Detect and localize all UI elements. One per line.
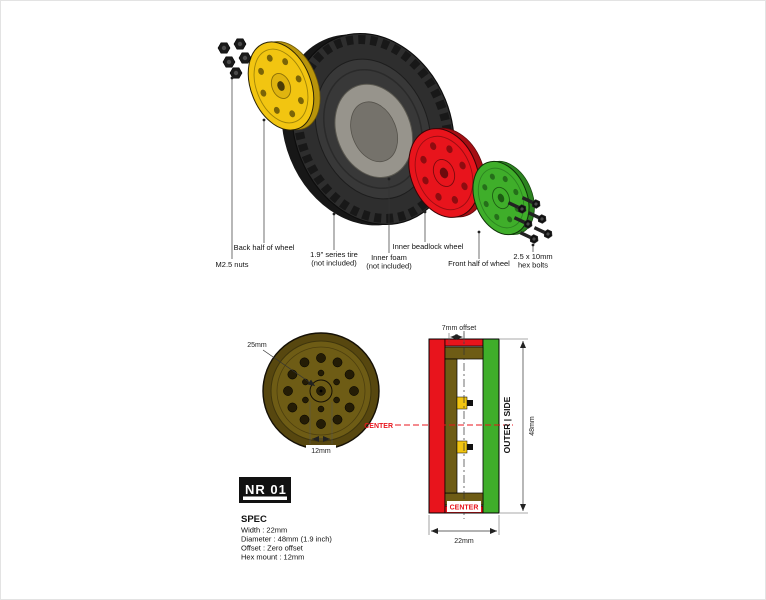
label-front-half: Front half of wheel <box>448 259 510 268</box>
label-m25-nuts: M2.5 nuts <box>216 260 249 269</box>
back-half-wheel <box>247 41 321 131</box>
dim-12mm: 12mm <box>311 448 331 455</box>
section-green-half <box>482 338 500 514</box>
wheel-section-view: CENTER CENTER 7mm offset OUTER | SIDE 48… <box>364 325 536 545</box>
center-left-label: CENTER <box>364 423 393 430</box>
dim-48mm: 48mm <box>529 416 536 436</box>
brand-logo: NR 01 <box>239 477 291 503</box>
spec-title: SPEC <box>241 514 267 525</box>
tire-tread <box>293 35 453 223</box>
offset-label: 7mm offset <box>442 325 477 332</box>
logo-subtitle-strip <box>243 496 287 500</box>
spec-hexmount: Hex mount : 12mm <box>241 553 304 562</box>
label-bolts-1: 2.5 x 10mm <box>513 252 552 261</box>
label-back-half: Back half of wheel <box>234 243 295 252</box>
label-tire-1: 1.9" series tire <box>310 250 358 259</box>
spec-width: Width : 22mm <box>241 526 287 535</box>
m25-nuts <box>217 38 252 79</box>
label-inner-beadlock: Inner beadlock wheel <box>393 242 464 251</box>
label-tire-2: (not included) <box>311 259 357 268</box>
section-red-ring <box>428 338 446 514</box>
inner-beadlock-wheel <box>408 127 486 218</box>
label-foam-1: Inner foam <box>371 253 407 262</box>
logo-text: NR 01 <box>245 482 287 497</box>
label-foam-2: (not included) <box>366 262 412 271</box>
dim-25mm: 25mm <box>247 342 267 349</box>
front-half-wheel <box>472 160 535 236</box>
outer-side-label: OUTER | SIDE <box>502 396 512 453</box>
exploded-leaders <box>230 76 535 259</box>
center-bottom-label: CENTER <box>450 505 479 512</box>
spec-offset: Offset : Zero offset <box>241 544 304 553</box>
hex-bolts <box>507 196 553 244</box>
section-clamps <box>456 396 473 454</box>
exploded-labels: M2.5 nuts Back half of wheel 1.9" series… <box>216 242 553 271</box>
dim-22mm: 22mm <box>454 538 474 545</box>
front-view-outer-holes <box>283 353 359 429</box>
label-bolts-2: hex bolts <box>518 261 548 270</box>
front-view-inner-holes <box>302 369 340 413</box>
spec-diameter: Diameter : 48mm (1.9 inch) <box>241 535 332 544</box>
wheel-front-view: 25mm 12mm <box>247 332 380 455</box>
spec-block: SPEC Width : 22mm Diameter : 48mm (1.9 i… <box>241 514 332 562</box>
